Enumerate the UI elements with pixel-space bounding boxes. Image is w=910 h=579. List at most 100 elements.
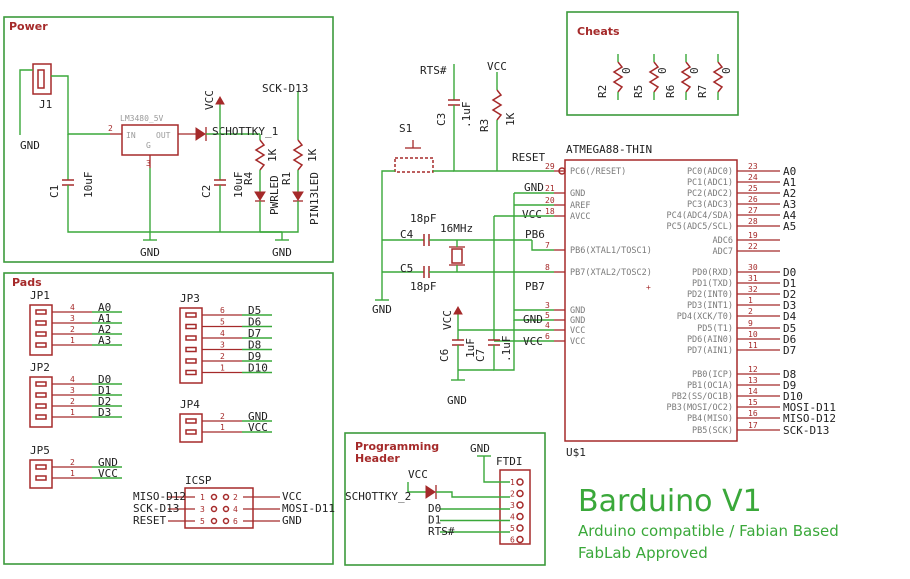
svg-text:PWRLED: PWRLED — [268, 175, 281, 215]
jp2-slot — [35, 414, 47, 420]
jp2-pin-num: 1 — [70, 408, 75, 417]
mcu-right-net-label: D2 — [783, 288, 796, 301]
mcu-right-pin-label: PC2(ADC2) — [687, 189, 733, 199]
crystal-freq: 16MHz — [440, 222, 473, 235]
svg-text:GND: GND — [524, 181, 544, 194]
mcu-right-net-label: D4 — [783, 310, 797, 323]
svg-text:R1: R1 — [280, 172, 293, 185]
ftdi-gnd: GND — [470, 442, 490, 455]
schottky-diode — [195, 127, 206, 141]
mcu-right-pin-num: 14 — [748, 387, 758, 396]
jp3-slot — [185, 346, 197, 353]
mcu-left-pin-label: AVCC — [570, 212, 590, 222]
jp5-slot — [35, 464, 47, 470]
jp2-pin-num: 3 — [70, 386, 75, 395]
icsp-pad — [210, 493, 218, 501]
mcu-right-pin-num: 27 — [748, 206, 758, 215]
ftdi-pad — [516, 512, 524, 521]
mcu-left-pin-num: 8 — [545, 263, 550, 272]
schottky-2-label: SCHOTTKY_2 — [345, 490, 411, 503]
mcu-right-net-label: SCK-D13 — [783, 424, 829, 437]
schottky-label: SCHOTTKY_1 — [212, 125, 278, 138]
jp3-slot — [185, 335, 197, 341]
ftdi-pad — [516, 501, 524, 509]
jp3-pin-num: 2 — [220, 352, 225, 361]
icsp-right-net: VCC — [282, 490, 302, 503]
svg-text:C4: C4 — [400, 228, 414, 241]
jp4-net: VCC — [248, 421, 268, 434]
mcu-right-pin-num: 16 — [748, 409, 758, 418]
jp3-slot — [185, 369, 197, 376]
svg-text:+: + — [646, 283, 651, 292]
jp5-net: VCC — [98, 467, 118, 480]
cheats-frame — [566, 11, 739, 116]
mcu-right-net-label: MOSI-D11 — [783, 401, 836, 414]
jp2-pin-num: 2 — [70, 397, 75, 406]
jp3-net: D8 — [248, 339, 261, 352]
icsp-right-net: GND — [282, 514, 302, 527]
svg-text:PB6: PB6 — [525, 228, 545, 241]
ftdi-pin-num: 4 — [510, 513, 515, 522]
mcu-right-net-label: A5 — [783, 220, 796, 233]
mcu-left-pin-label: VCC — [570, 326, 585, 336]
mcu-left-pin-label: PC6(/RESET) — [570, 167, 626, 177]
ftdi-header — [499, 469, 531, 545]
reset-net: RESET — [512, 151, 545, 164]
icsp-left-net: RESET — [133, 514, 166, 527]
ftdi-pin-num: 1 — [510, 478, 515, 487]
mcu-right-pin-num: 10 — [748, 330, 758, 339]
mcu-right-pin-label: PC3(ADC3) — [687, 200, 733, 210]
mcu-right-pin-num: 19 — [748, 231, 758, 240]
ftdi-pin-num: 3 — [510, 501, 515, 510]
mcu-name: ATMEGA88-THIN — [566, 143, 652, 156]
mcu-right-pin-label: PB3(MOSI/OC2) — [666, 403, 733, 413]
jp2-slot — [35, 403, 47, 409]
mcu-right-pin-label: PC0(ADC0) — [687, 167, 733, 177]
svg-text:C1: C1 — [48, 185, 61, 198]
programming-frame — [344, 432, 546, 566]
svg-text:R2: R2 — [596, 85, 609, 98]
ftdi-pad — [516, 478, 524, 486]
jp3-pin-num: 6 — [220, 306, 225, 315]
svg-text:10uF: 10uF — [82, 172, 95, 199]
title-line2: FabLab Approved — [578, 544, 708, 562]
jp5-pin-num: 1 — [70, 469, 75, 478]
mcu-left-pin-label: VCC — [570, 337, 585, 347]
mcu-right-pin-label: PD0(RXD) — [692, 268, 733, 278]
icsp-pad — [210, 517, 218, 525]
mcu-right-net-label: D10 — [783, 390, 803, 403]
jp3-slot — [185, 312, 197, 318]
svg-text:1K: 1K — [504, 112, 517, 126]
mcu-right-pin-num: 13 — [748, 376, 758, 385]
svg-text:0: 0 — [620, 67, 633, 74]
mcu-right-pin-num: 32 — [748, 285, 758, 294]
jp3-net: D10 — [248, 362, 268, 375]
mcu-right-pin-label: PB4(MISO) — [687, 414, 733, 424]
svg-text:VCC: VCC — [203, 90, 216, 110]
ftdi-pin-num: 6 — [510, 536, 515, 545]
mcu-right-pin-num: 28 — [748, 217, 758, 226]
jp2-slot — [35, 392, 47, 398]
power-frame — [3, 16, 334, 263]
jp1-pin-num: 2 — [70, 325, 75, 334]
pads-section-title: Pads — [12, 276, 42, 289]
mcu-right-pin-label: PB2(SS/OC1B) — [672, 392, 733, 402]
vcc-reset-label: VCC — [487, 60, 507, 73]
icsp-right-num: 4 — [233, 505, 238, 514]
mcu-left-pin-num: 20 — [545, 196, 555, 205]
jp3-slot — [185, 323, 197, 330]
mcu-right-net-label: D8 — [783, 368, 796, 381]
mcu-right-pin-label: PB0(ICP) — [692, 370, 733, 380]
jp1-slot — [35, 309, 47, 315]
svg-text:.1uF: .1uF — [500, 336, 513, 363]
mcu-right-pin-num: 30 — [748, 263, 758, 272]
svg-text:1K: 1K — [306, 148, 319, 162]
jp1-pin-num: 1 — [70, 336, 75, 345]
mcu-right-pin-label: PB5(SCK) — [692, 426, 733, 436]
regulator — [121, 124, 179, 156]
jp3-pin-num: 5 — [220, 318, 225, 327]
svg-text:PB7: PB7 — [525, 280, 545, 293]
jp2-name: JP2 — [30, 361, 50, 374]
